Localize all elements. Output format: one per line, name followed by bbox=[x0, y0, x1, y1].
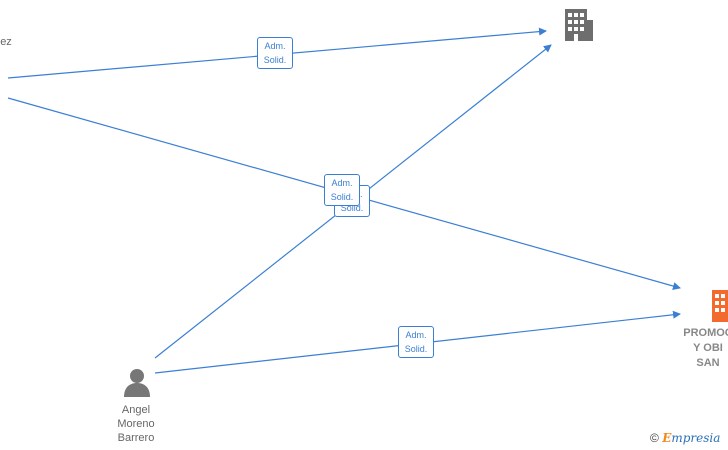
person-name-fragment[interactable]: ez bbox=[0, 36, 12, 48]
person-name[interactable]: Angel Moreno Barrero bbox=[117, 404, 155, 444]
building-icon[interactable] bbox=[708, 289, 728, 323]
edge-label: Adm.Solid. bbox=[398, 326, 434, 358]
copyright-symbol: © bbox=[650, 431, 659, 445]
building-icon[interactable] bbox=[562, 8, 594, 42]
edge-label: Adm.Solid. bbox=[324, 174, 360, 206]
company-name[interactable]: PROMOC Y OBI SAN bbox=[683, 327, 728, 369]
person-icon[interactable] bbox=[122, 367, 152, 397]
brand-logo: Empresia bbox=[662, 431, 721, 445]
empresia-watermark: © Empresia bbox=[650, 431, 720, 445]
edge-label: Adm.Solid. bbox=[257, 37, 293, 69]
